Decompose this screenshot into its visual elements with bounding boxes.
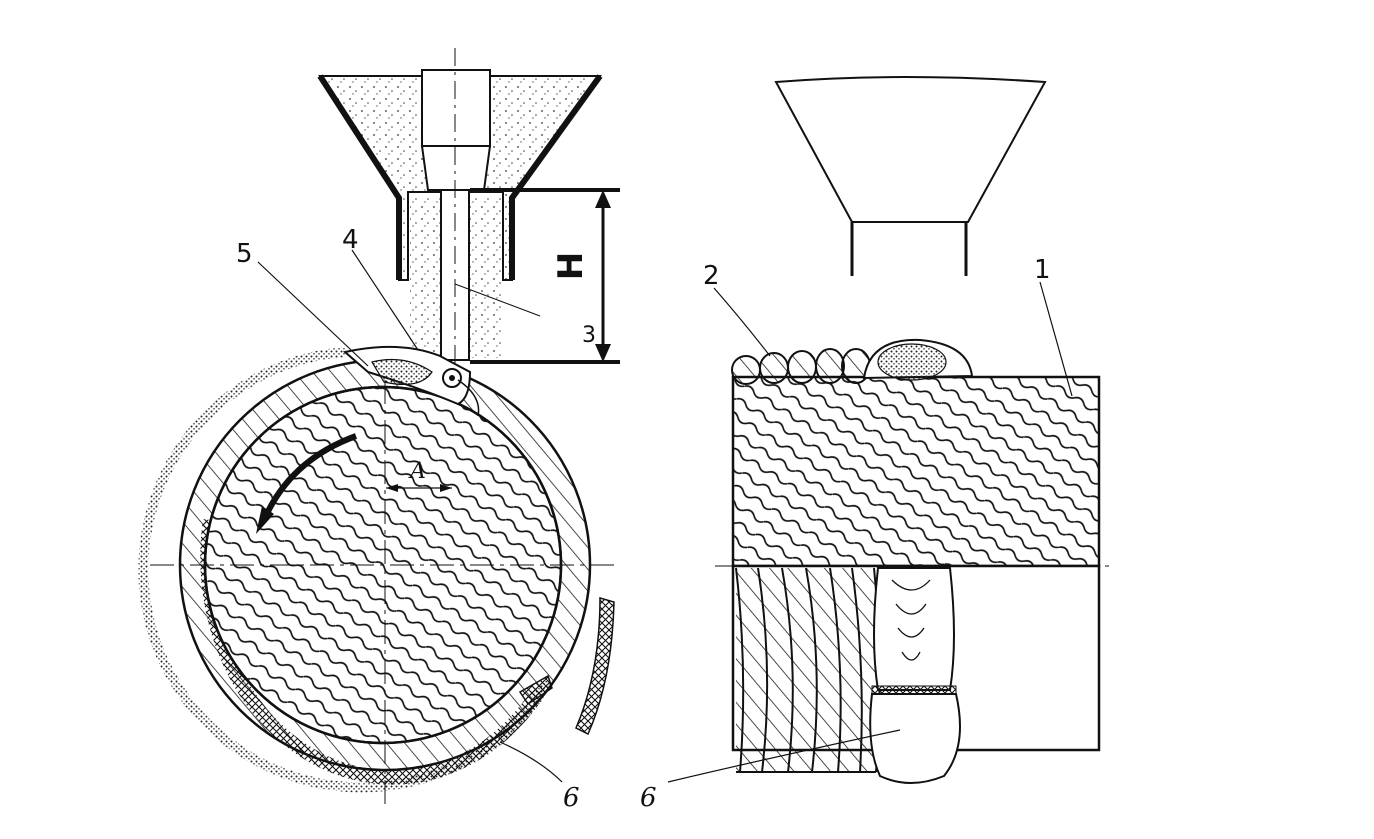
right-leaders: 2 1 6 <box>640 255 1073 813</box>
dim-h-label: H <box>551 252 591 280</box>
dimension-h: H 3 <box>454 188 620 364</box>
label-6-right: 6 <box>640 783 657 813</box>
label-3: 3 <box>582 323 596 348</box>
label-6-left: 6 <box>563 783 580 813</box>
weld-beads <box>731 338 974 385</box>
left-centerlines <box>150 380 620 808</box>
left-view: H 3 <box>138 48 620 813</box>
flux-hopper-side <box>774 76 1047 276</box>
dim-a-label: A <box>408 459 426 484</box>
part-side-section <box>731 375 1101 568</box>
label-5: 5 <box>236 239 253 269</box>
label-1: 1 <box>1034 255 1051 285</box>
dimension-a: A <box>386 459 452 492</box>
rotation-arrow <box>256 433 358 534</box>
right-view: 2 1 6 <box>640 76 1115 813</box>
left-leaders: 5 4 6 <box>236 225 580 813</box>
deposited-beads-side <box>735 567 961 784</box>
label-4: 4 <box>342 225 359 255</box>
contact-tip <box>420 69 492 191</box>
weld-pool <box>342 345 480 417</box>
label-2: 2 <box>703 261 720 291</box>
